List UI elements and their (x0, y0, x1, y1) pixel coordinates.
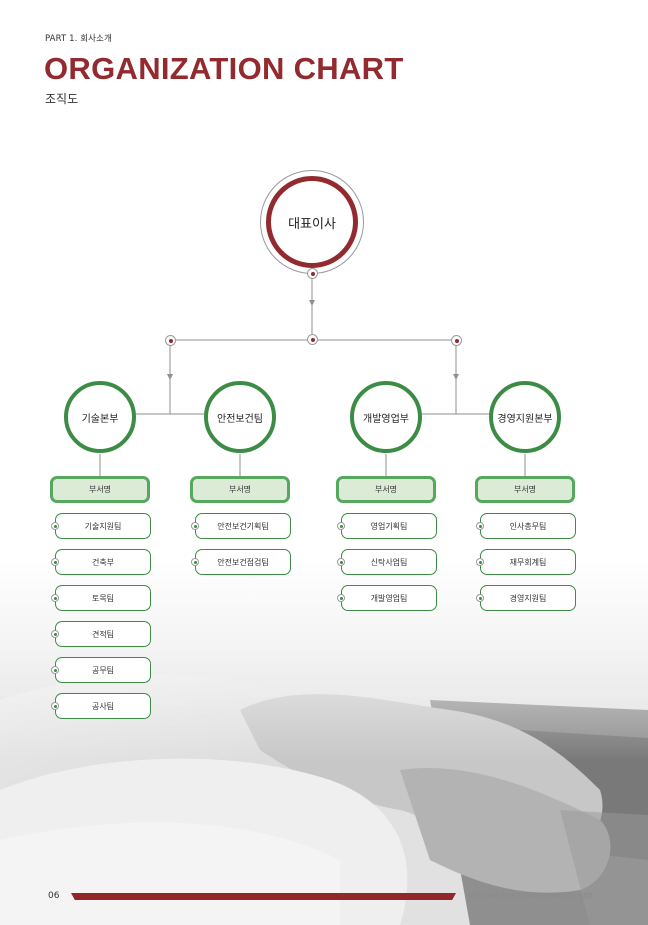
part-label: PART 1. 회사소개 (45, 34, 112, 44)
team-item: 건축부 (55, 549, 151, 575)
dept-header: 부서명 (50, 476, 150, 503)
team-item: 안전보건점검팀 (195, 549, 291, 575)
team-bullet (51, 594, 59, 602)
team-bullet (337, 594, 345, 602)
team-bullet (476, 558, 484, 566)
page-number: 06 (48, 891, 60, 901)
team-bullet (337, 558, 345, 566)
dept-safety: 안전보건팀 (204, 381, 276, 453)
dept-development-sales: 개발영업부 (350, 381, 422, 453)
team-item: 인사총무팀 (480, 513, 576, 539)
dept-technology: 기술본부 (64, 381, 136, 453)
team-item: 경영지원팀 (480, 585, 576, 611)
dept-management-support: 경영지원본부 (489, 381, 561, 453)
team-bullet (51, 702, 59, 710)
page-title: ORGANIZATION CHART (44, 51, 404, 86)
dept-header: 부서명 (190, 476, 290, 503)
team-bullet (51, 630, 59, 638)
team-bullet (51, 522, 59, 530)
team-item: 재무회계팀 (480, 549, 576, 575)
team-item: 개발영업팀 (341, 585, 437, 611)
team-item: 영업기획팀 (341, 513, 437, 539)
connector-dot (307, 268, 318, 279)
team-bullet (51, 666, 59, 674)
page-subtitle: 조직도 (45, 92, 79, 106)
team-item: 토목팀 (55, 585, 151, 611)
team-bullet (191, 522, 199, 530)
team-item: 공무팀 (55, 657, 151, 683)
team-bullet (337, 522, 345, 530)
team-item: 공사팀 (55, 693, 151, 719)
connector-dot (165, 335, 176, 346)
background-photo (0, 560, 648, 925)
team-bullet (476, 594, 484, 602)
ceo-label: 대표이사 (266, 176, 358, 268)
connector-dot (307, 334, 318, 345)
footer-bar (71, 893, 456, 900)
team-item: 기술지원팀 (55, 513, 151, 539)
dept-header: 부서명 (475, 476, 575, 503)
ceo-node: 대표이사 (260, 170, 364, 274)
team-bullet (191, 558, 199, 566)
dept-header: 부서명 (336, 476, 436, 503)
team-item: 신탁사업팀 (341, 549, 437, 575)
connector-dot (451, 335, 462, 346)
company-name: KYEDAM CONSTRUCTION CO., LTD. (468, 892, 596, 900)
team-bullet (476, 522, 484, 530)
team-item: 안전보건기획팀 (195, 513, 291, 539)
team-item: 견적팀 (55, 621, 151, 647)
team-bullet (51, 558, 59, 566)
